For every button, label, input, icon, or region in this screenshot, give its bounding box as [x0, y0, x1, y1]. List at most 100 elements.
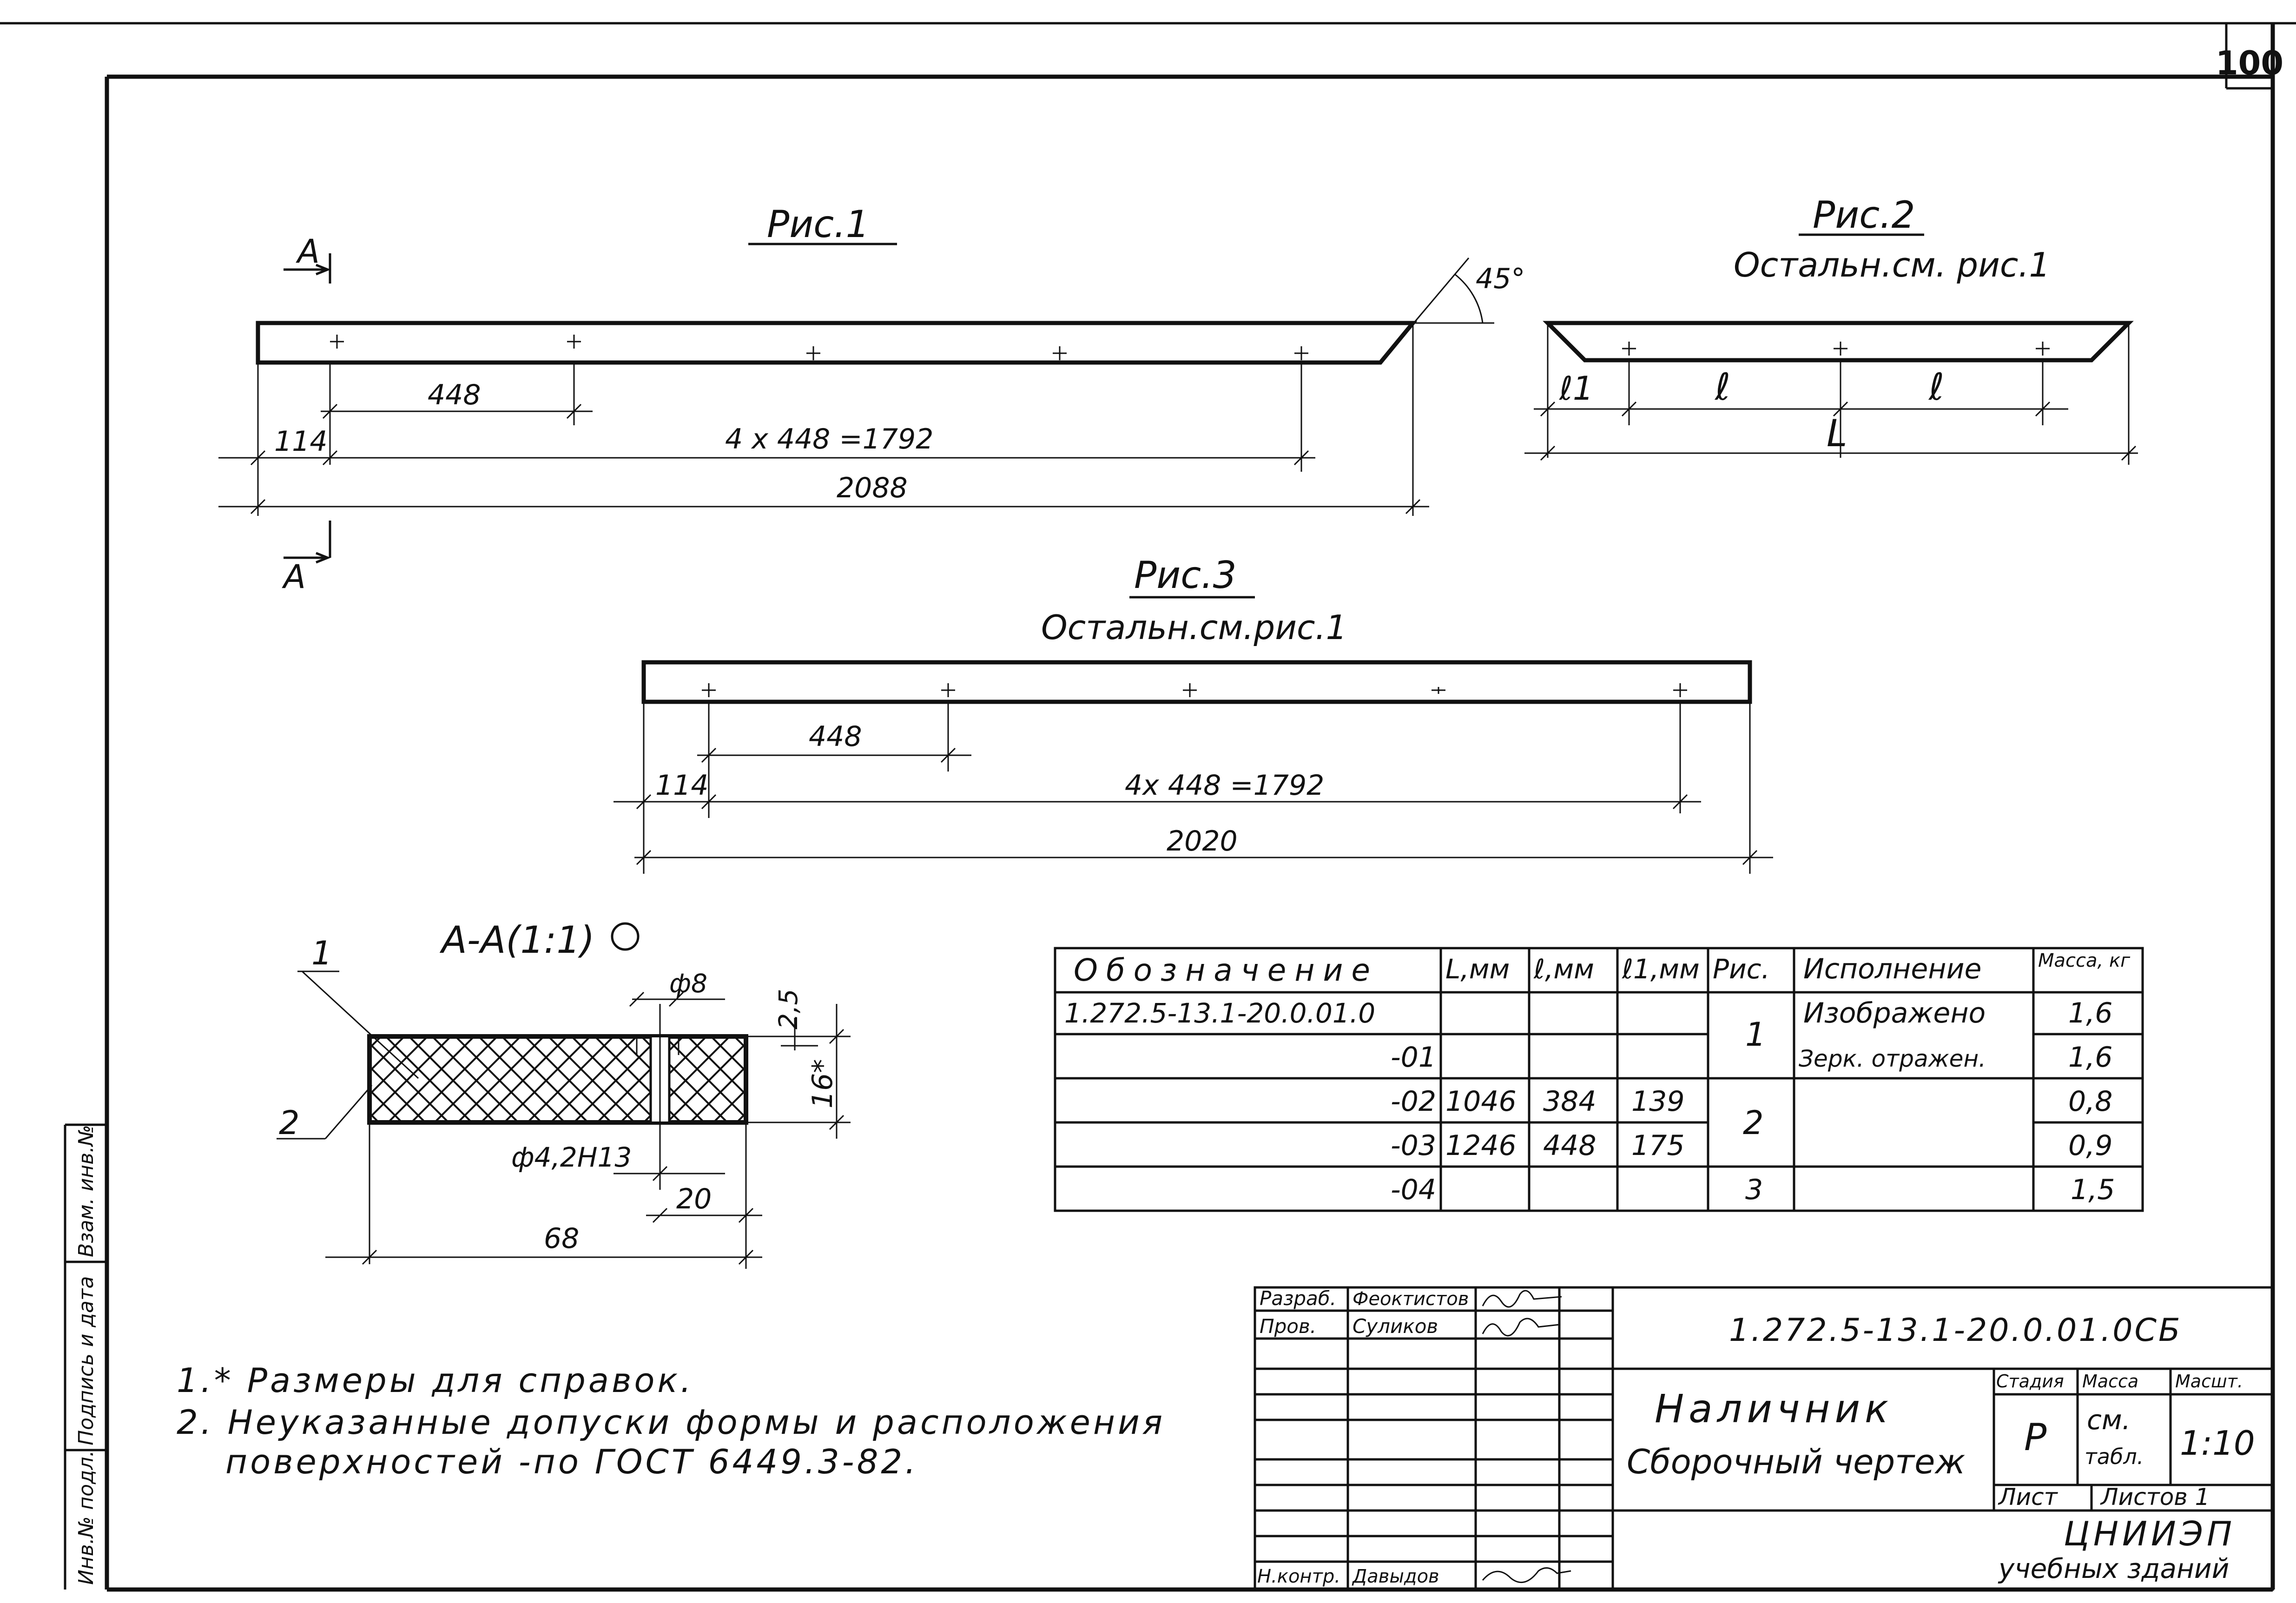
tb-scale-label: Масшт. [2175, 1371, 2243, 1392]
spec-header-variant: Исполнение [1803, 953, 1981, 985]
fig2-hole-marks [1622, 342, 2050, 356]
fig1-hole-marks [330, 335, 1308, 360]
spec-row-3-L: 1046 [1445, 1085, 1517, 1118]
side-stamp-inventory: Инв.№ подл. [74, 1450, 98, 1585]
fig2-dim-L: L [1827, 412, 1847, 455]
tb-name-normcontrol: Давыдов [1352, 1566, 1439, 1587]
spec-row-3-l: 384 [1543, 1085, 1597, 1118]
spec-fig-merged-2: 2 [1743, 1104, 1764, 1142]
tb-item-name: Наличник [1655, 1386, 1893, 1431]
fig3-title: Рис.3 [1134, 554, 1237, 597]
fig3-hole-marks [702, 683, 1687, 697]
spec-header-l1: ℓ1,мм [1622, 953, 1700, 985]
spec-header-l: ℓ,мм [1533, 953, 1594, 985]
title-block: Разраб. Феоктистов Пров. Суликов Н.контр… [1254, 1286, 2274, 1591]
tb-scale-value: 1:10 [2180, 1424, 2255, 1463]
fig1-dim-pitch: 448 [428, 379, 481, 411]
tb-role-checker: Пров. [1260, 1315, 1316, 1338]
fig1-section-mark-bottom: А [282, 558, 306, 596]
section-title: А-А(1:1) [439, 918, 595, 962]
note-3: поверхностей -по ГОСТ 6449.3-82. [225, 1442, 918, 1481]
notes: 1.* Размеры для справок. 2. Неуказанные … [177, 1361, 1165, 1481]
section-dim-lines [325, 991, 851, 1269]
tb-sheet-label: Лист [1998, 1484, 2058, 1511]
spec-fig-merged-1: 1 [1745, 1016, 1766, 1054]
spec-row-5-mass: 1,5 [2071, 1174, 2115, 1206]
figure-3: Рис.3 Остальн.см.рис.1 448 114 4х 448 =1… [614, 554, 1773, 874]
signature-scribbles [1482, 1290, 1571, 1583]
title-block-grid [1254, 1286, 2274, 1591]
spec-header-designation: Обозначение [1074, 952, 1379, 988]
section-callout-1: 1 [311, 934, 332, 972]
tb-org-line2: учебных зданий [1998, 1553, 2229, 1584]
section-dim-offset: 20 [676, 1183, 712, 1215]
tb-doc-type: Сборочный чертеж [1627, 1442, 1965, 1481]
side-stamp-replacement: Взам. инв.№ [74, 1125, 98, 1257]
fig3-dim-pitch: 448 [809, 720, 862, 753]
section-a-a: А-А(1:1) 1 2 [277, 918, 851, 1269]
note-2: 2. Неуказанные допуски формы и расположе… [177, 1403, 1165, 1442]
tb-org-line1: ЦНИИЭП [2064, 1514, 2236, 1553]
fig3-dim-lines [614, 702, 1773, 874]
section-dim-hole: ф4,2Н13 [511, 1141, 632, 1173]
spec-row-4-l: 448 [1543, 1129, 1597, 1162]
tb-name-checker: Суликов [1353, 1315, 1438, 1338]
note-1: 1.* Размеры для справок. [177, 1361, 694, 1400]
side-stamp: Взам. инв.№ Подпись и дата Инв.№ подл. [64, 1123, 107, 1590]
fig2-dim-lines [1524, 323, 2138, 465]
fig1-section-marks [284, 253, 331, 564]
tb-doc-code: 1.272.5-13.1-20.0.01.0СБ [1729, 1312, 2182, 1349]
fig3-subtitle: Остальн.см.рис.1 [1041, 608, 1347, 647]
tb-stage-label: Стадия [1996, 1371, 2064, 1392]
fig1-dim-edge: 114 [274, 425, 328, 458]
spec-row-4-l1: 175 [1631, 1129, 1685, 1162]
section-leaders [277, 970, 419, 1140]
fig1-dim-lines [218, 403, 1429, 515]
tb-stage-value: Р [2024, 1416, 2047, 1459]
fig2-subtitle: Остальн.см. рис.1 [1734, 245, 2050, 284]
fig2-dim-l1: ℓ1 [1559, 369, 1593, 408]
fig1-dim-chain: 4 х 448 =1792 [725, 423, 933, 455]
section-dim-width: 68 [544, 1222, 579, 1255]
tb-mass-value-2: табл. [2085, 1444, 2144, 1469]
section-callout-2: 2 [279, 1104, 300, 1142]
spec-row-1-variant: Изображено [1803, 997, 1986, 1029]
figure-2: Рис.2 Остальн.см. рис.1 ℓ1 ℓ ℓ L [1524, 193, 2138, 465]
spec-header-mass: Масса, кг [2038, 950, 2131, 971]
spec-row-3-mass: 0,8 [2068, 1085, 2112, 1118]
section-dim-depth: 2,5 [773, 989, 803, 1029]
spec-row-4-L: 1246 [1445, 1129, 1517, 1162]
tb-sheets-label: Листов 1 [2100, 1484, 2210, 1511]
tb-role-normcontrol: Н.контр. [1257, 1566, 1340, 1587]
fig3-dim-edge: 114 [655, 769, 709, 802]
spec-row-1-mass: 1,6 [2068, 997, 2112, 1029]
tb-name-developer: Феоктистов [1353, 1288, 1469, 1310]
spec-row-4-mass: 0,9 [2068, 1129, 2112, 1162]
fig2-dim-l-b: ℓ [1928, 365, 1944, 409]
tb-mass-value-1: см. [2087, 1404, 2131, 1436]
tb-mass-label: Масса [2082, 1371, 2138, 1392]
fig3-dim-total: 2020 [1167, 825, 1238, 858]
spec-row-2-mass: 1,6 [2068, 1041, 2112, 1074]
section-dim-hole-top: ф8 [669, 969, 707, 998]
side-stamp-signature: Подпись и дата [74, 1276, 98, 1445]
fig2-title: Рис.2 [1813, 193, 1915, 237]
fig2-dim-l-a: ℓ [1714, 365, 1730, 409]
spec-row-5-designation: -04 [1391, 1174, 1436, 1206]
fig3-dim-chain: 4х 448 =1792 [1125, 769, 1324, 802]
fig1-extension-lines [257, 323, 1414, 516]
spec-row-3-l1: 139 [1631, 1085, 1685, 1118]
spec-row-2-variant: Зерк. отражен. [1799, 1045, 1986, 1072]
spec-row-1-designation: 1.272.5-13.1-20.0.01.0 [1064, 997, 1375, 1029]
fig1-dim-total: 2088 [837, 472, 908, 504]
spec-row-3-designation: -02 [1391, 1085, 1436, 1118]
spec-table: Обозначение L,мм ℓ,мм ℓ1,мм Рис. Исполне… [1054, 947, 2144, 1212]
section-dim-height: 16* [806, 1059, 839, 1108]
spec-table-grid [1054, 947, 2144, 1212]
fig1-angle: 45° [1476, 263, 1525, 295]
spec-header-L: L,мм [1445, 953, 1510, 985]
figure-1: Рис.1 45° А А [218, 203, 1525, 596]
fig1-section-mark-top: А [296, 232, 320, 270]
spec-header-fig: Рис. [1713, 953, 1770, 985]
